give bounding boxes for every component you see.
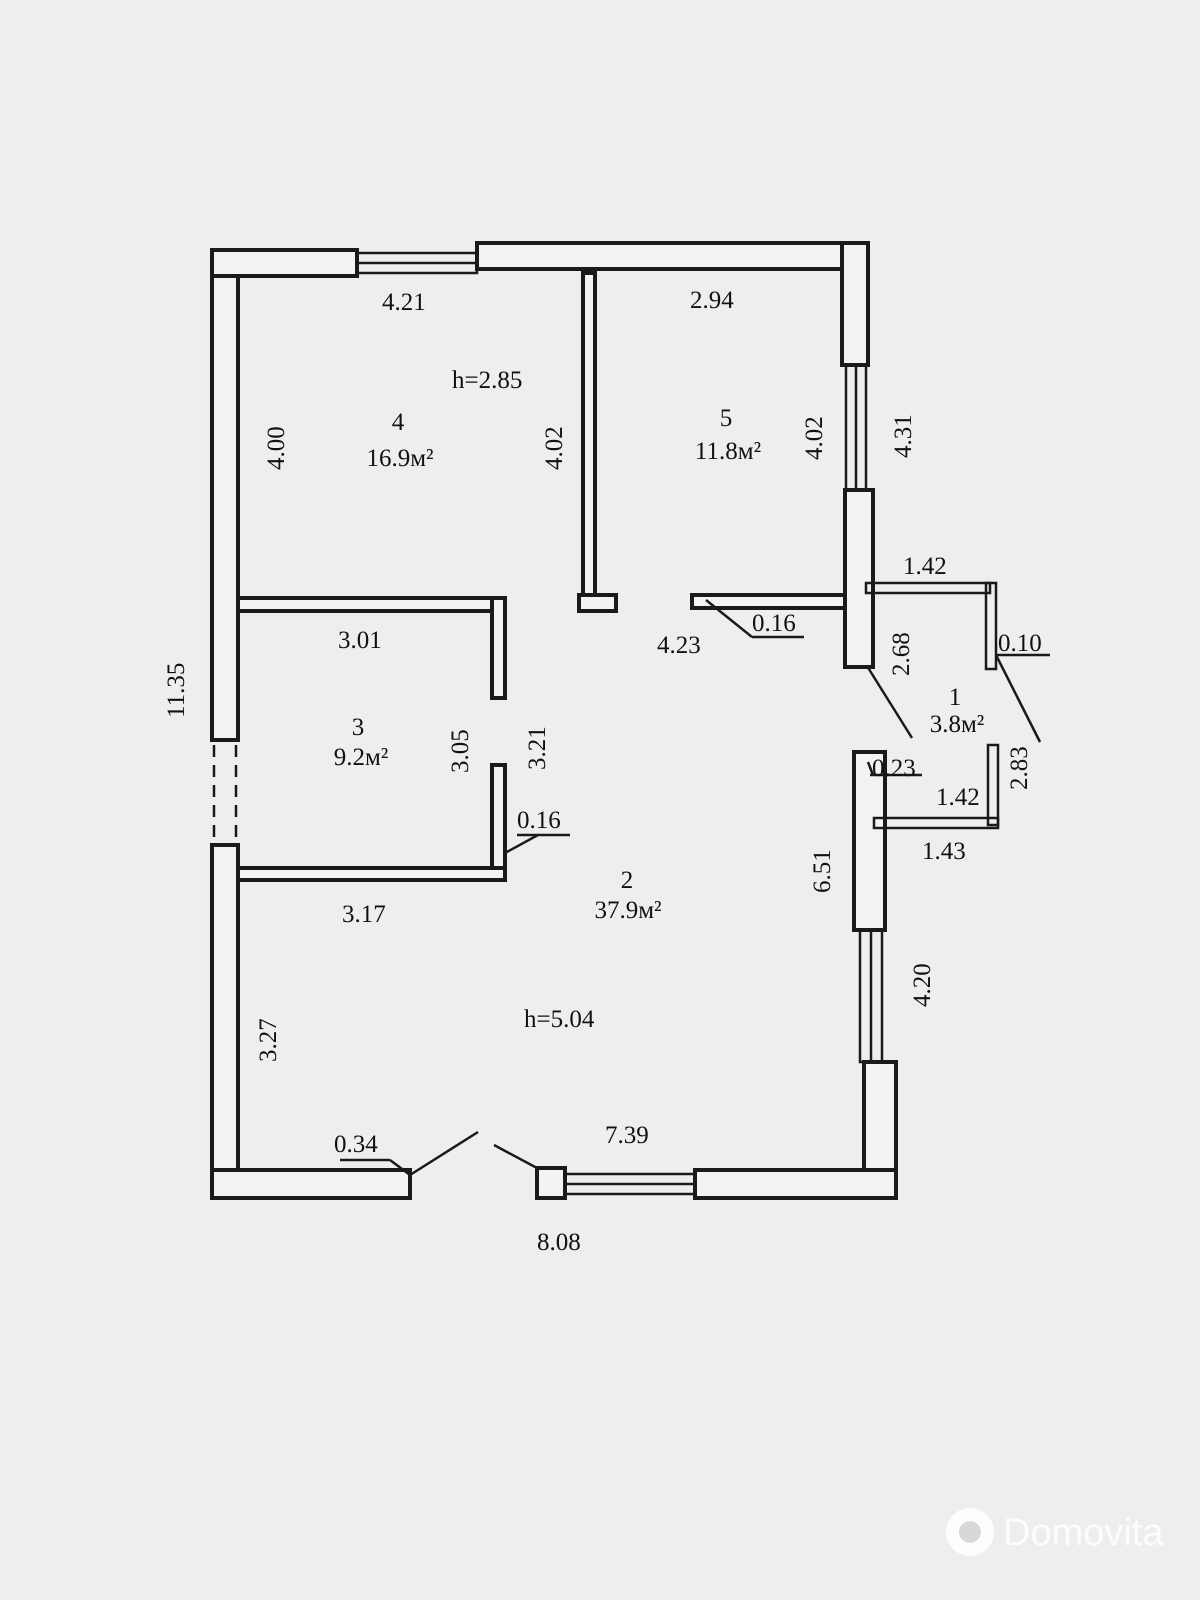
watermark: Domovita <box>946 1508 1164 1556</box>
dim-room3-width: 3.01 <box>338 627 382 654</box>
dim-room3-height: 3.05 <box>447 729 474 773</box>
room-2-number: 2 <box>621 867 634 894</box>
dimension-labels: 4.21 2.94 4.00 4.02 4.02 4.31 11.35 3.01… <box>163 287 1042 1256</box>
dim-top-left: 4.21 <box>382 289 426 316</box>
partition-room3-right-upper <box>490 596 507 700</box>
partition-room3-bottom <box>236 866 507 882</box>
wall-top-left <box>210 248 359 278</box>
dim-overall-height: 11.35 <box>163 663 190 718</box>
dim-right-lower: 6.51 <box>809 849 836 893</box>
dim-room5-bottom: 4.23 <box>657 632 701 659</box>
dim-porch-inner-wall: 0.23 <box>872 755 916 782</box>
dim-window-right-lower: 4.20 <box>909 963 936 1007</box>
dim-partition-thickness-b: 0.16 <box>517 807 561 834</box>
dim-porch-bottom: 1.43 <box>922 838 966 865</box>
outer-walls <box>210 241 898 1200</box>
room-4-number: 4 <box>392 409 405 436</box>
dim-room3-bottom: 3.17 <box>342 901 386 928</box>
windows <box>212 251 884 1196</box>
room-3-number: 3 <box>352 714 365 741</box>
entry-door-right-leaf <box>493 1143 538 1170</box>
height-upper: h=2.85 <box>452 367 522 394</box>
room-labels: h=2.85 4 16.9м² 5 11.8м² 3 9.2м² 2 37.9м… <box>334 367 985 1033</box>
partition-room5-bottom <box>690 593 847 610</box>
room-1-number: 1 <box>949 684 962 711</box>
dim-wall-thickness: 0.34 <box>334 1131 378 1158</box>
dim-porch-right: 2.83 <box>1006 746 1033 790</box>
dim-porch-left: 2.68 <box>888 632 915 676</box>
leader-porch-right <box>994 654 1042 743</box>
room-3-area: 9.2м² <box>334 744 389 771</box>
wall-bottom-pier <box>535 1166 567 1200</box>
room-2-area: 37.9м² <box>594 897 661 924</box>
dim-top-right: 2.94 <box>690 287 734 314</box>
watermark-text: Domovita <box>1003 1512 1164 1554</box>
room-1-area: 3.8м² <box>930 711 985 738</box>
wall-left-upper <box>210 248 240 742</box>
dim-porch-top: 1.42 <box>903 553 947 580</box>
room-5-number: 5 <box>720 405 733 432</box>
entry-door-left-leaf <box>409 1130 479 1177</box>
dim-partition-thickness-a: 0.16 <box>752 610 796 637</box>
dim-right-upper: 4.31 <box>890 414 917 458</box>
wall-top-right <box>475 241 869 271</box>
partition-room3-right-lower <box>490 763 507 882</box>
partition-foot <box>577 593 618 613</box>
room-5-area: 11.8м² <box>695 438 761 465</box>
dim-porch-wall: 0.10 <box>998 630 1042 657</box>
dim-bottom-overall: 8.08 <box>537 1229 581 1256</box>
wall-right-mid <box>843 488 875 669</box>
porch-top-rail <box>864 581 992 595</box>
dim-bottom-inner: 7.39 <box>605 1122 649 1149</box>
wall-bottom-right <box>693 1168 898 1200</box>
porch <box>864 581 1000 830</box>
porch-right-rail-upper <box>984 581 998 671</box>
wall-bottom-left <box>210 1168 412 1200</box>
dim-room5-height: 4.02 <box>801 416 828 460</box>
wall-left-lower <box>210 843 240 1199</box>
porch-right-rail-lower <box>986 743 1000 827</box>
dim-partition-height: 4.02 <box>541 426 568 470</box>
leader-porch-left <box>865 665 914 739</box>
room-4-area: 16.9м² <box>366 445 433 472</box>
partitions <box>236 271 847 882</box>
doors-and-leaders <box>340 599 1050 1177</box>
dim-room4-height: 4.00 <box>263 426 290 470</box>
dim-porch-inner-width: 1.42 <box>936 784 980 811</box>
height-lower: h=5.04 <box>524 1006 595 1033</box>
dim-left-lower: 3.27 <box>255 1018 282 1062</box>
dim-corridor-height: 3.21 <box>524 726 551 770</box>
partition-vertical <box>581 271 597 597</box>
partition-room3-top <box>236 596 507 613</box>
wall-right-top <box>840 241 870 367</box>
porch-bottom-rail <box>872 816 1000 830</box>
